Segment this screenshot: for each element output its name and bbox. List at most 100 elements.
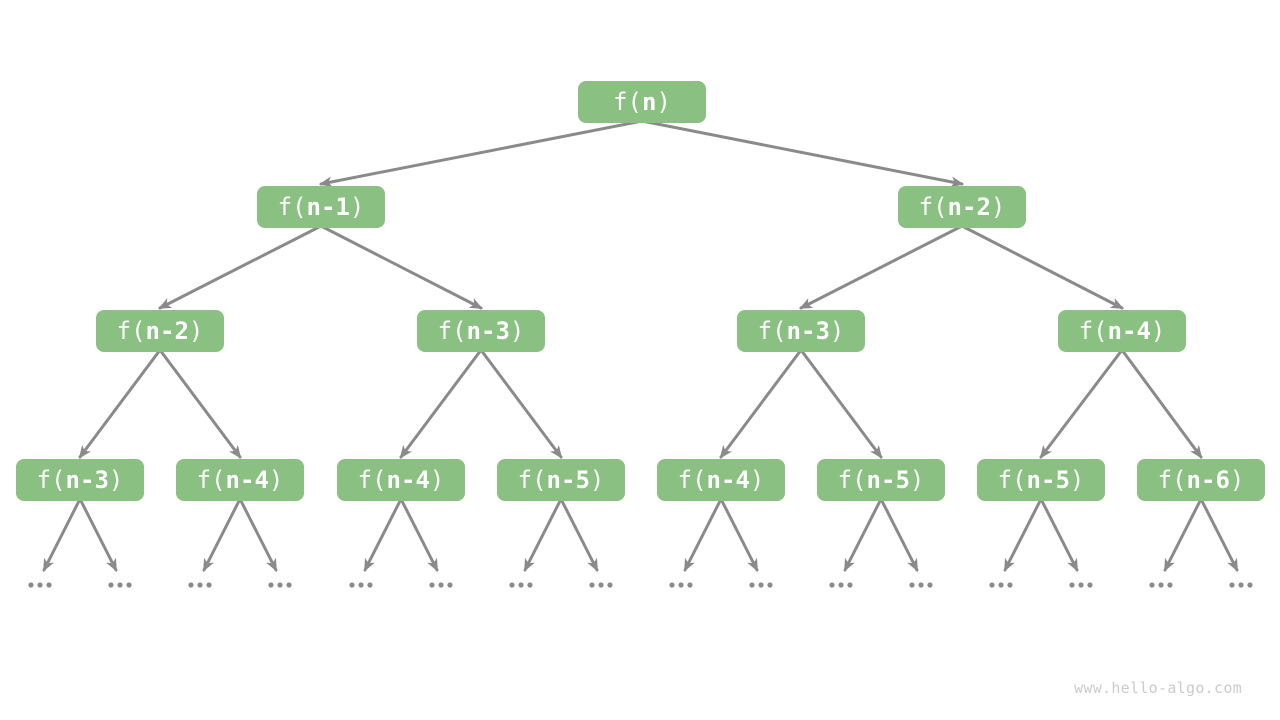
node-label-part: n-4 xyxy=(706,466,750,494)
ellipsis-dots xyxy=(1149,582,1173,588)
node-label-part: ) xyxy=(509,317,525,345)
edge-arrow-l1a-l2b xyxy=(319,224,483,310)
fanout-arrow-l3b-left xyxy=(202,497,242,572)
node-label-part: f( xyxy=(1157,466,1187,494)
ellipsis-dot xyxy=(998,582,1004,588)
node-label-part: f( xyxy=(997,466,1027,494)
ellipsis-dot xyxy=(447,582,453,588)
fanout-arrow-l3b-right xyxy=(238,497,278,572)
node-label-part: n-3 xyxy=(65,466,109,494)
fanout-arrow-l3f-right xyxy=(879,497,919,572)
node-label-part: n-1 xyxy=(306,193,350,221)
edge-arrow-root-l1b xyxy=(640,119,964,188)
ellipsis-dots xyxy=(509,582,533,588)
ellipsis-dot xyxy=(28,582,34,588)
ellipsis-dot xyxy=(438,582,444,588)
node-label-part: f( xyxy=(357,466,387,494)
fanout-arrow-l3g-right xyxy=(1039,497,1079,572)
ellipsis-dot xyxy=(909,582,915,588)
ellipsis-dot xyxy=(527,582,533,588)
node-label-part: n-3 xyxy=(466,317,510,345)
edge-arrow-l1b-l2d xyxy=(960,224,1124,310)
ellipsis-dot xyxy=(749,582,755,588)
ellipsis-dot xyxy=(918,582,924,588)
tree-node-l3b: f(n-4) xyxy=(176,459,304,501)
ellipsis-dot xyxy=(927,582,933,588)
ellipsis-dot xyxy=(589,582,595,588)
ellipsis-dot xyxy=(758,582,764,588)
tree-node-l3c: f(n-4) xyxy=(337,459,465,501)
edge-arrow-l2a-l3a xyxy=(78,348,162,459)
tree-node-l3d: f(n-5) xyxy=(497,459,625,501)
node-label-part: n-2 xyxy=(947,193,991,221)
node-label-part: ) xyxy=(909,466,925,494)
ellipsis-dot xyxy=(367,582,373,588)
ellipsis-dot xyxy=(268,582,274,588)
ellipsis-dots xyxy=(349,582,373,588)
fanout-arrow-l3e-right xyxy=(719,497,759,572)
tree-node-l1b: f(n-2) xyxy=(898,186,1026,228)
edge-arrow-l2a-l3b xyxy=(158,348,242,459)
ellipsis-group xyxy=(28,582,1253,588)
ellipsis-dot xyxy=(358,582,364,588)
ellipsis-dot xyxy=(286,582,292,588)
ellipsis-dot xyxy=(197,582,203,588)
ellipsis-dot xyxy=(1069,582,1075,588)
node-label-part: ) xyxy=(656,88,671,116)
ellipsis-dots xyxy=(989,582,1013,588)
edge-arrow-l2d-l3g xyxy=(1039,348,1124,459)
node-label-part: ) xyxy=(1229,466,1245,494)
ellipsis-dot xyxy=(188,582,194,588)
node-label-part: f( xyxy=(277,193,307,221)
fanout-arrow-l3d-right xyxy=(559,497,599,572)
node-label-part: f( xyxy=(36,466,66,494)
ellipsis-dot xyxy=(509,582,515,588)
ellipsis-dot xyxy=(37,582,43,588)
ellipsis-dots xyxy=(589,582,613,588)
ellipsis-dots xyxy=(749,582,773,588)
node-label-part: ) xyxy=(589,466,605,494)
ellipsis-dot xyxy=(607,582,613,588)
ellipsis-dot xyxy=(687,582,693,588)
ellipsis-dot xyxy=(1158,582,1164,588)
ellipsis-dots xyxy=(909,582,933,588)
ellipsis-dots xyxy=(188,582,212,588)
tree-node-l3f: f(n-5) xyxy=(817,459,945,501)
ellipsis-dot xyxy=(1238,582,1244,588)
node-label-part: f( xyxy=(918,193,948,221)
ellipsis-dot xyxy=(1007,582,1013,588)
ellipsis-dots xyxy=(268,582,292,588)
ellipsis-dot xyxy=(1078,582,1084,588)
ellipsis-dot xyxy=(1087,582,1093,588)
tree-node-l3h: f(n-6) xyxy=(1137,459,1265,501)
edge-arrow-l2c-l3f xyxy=(799,348,883,459)
ellipsis-dot xyxy=(46,582,52,588)
fanout-arrow-l3h-left xyxy=(1163,497,1203,572)
node-label-part: n-4 xyxy=(1107,317,1151,345)
edge-arrow-root-l1a xyxy=(319,119,644,188)
edge-arrow-l1a-l2a xyxy=(158,224,323,310)
ellipsis-dot xyxy=(518,582,524,588)
node-label-part: f( xyxy=(1078,317,1108,345)
fanout-arrow-l3g-left xyxy=(1003,497,1043,572)
tree-node-l3e: f(n-4) xyxy=(657,459,785,501)
fanout-arrow-l3h-right xyxy=(1199,497,1239,572)
node-label-part: n xyxy=(642,88,657,116)
ellipsis-dots xyxy=(108,582,132,588)
node-label-part: ) xyxy=(108,466,124,494)
tree-node-l3a: f(n-3) xyxy=(16,459,144,501)
node-label-part: f( xyxy=(677,466,707,494)
ellipsis-dot xyxy=(108,582,114,588)
node-label-part: ) xyxy=(268,466,284,494)
node-label-part: ) xyxy=(990,193,1006,221)
node-label-part: ) xyxy=(429,466,445,494)
edge-arrow-l2d-l3h xyxy=(1120,348,1203,459)
node-label-part: n-6 xyxy=(1186,466,1230,494)
fanout-arrow-l3c-right xyxy=(399,497,439,572)
tree-node-l2a: f(n-2) xyxy=(96,310,224,352)
ellipsis-dots xyxy=(829,582,853,588)
node-label-part: ) xyxy=(1150,317,1166,345)
ellipsis-dot xyxy=(429,582,435,588)
